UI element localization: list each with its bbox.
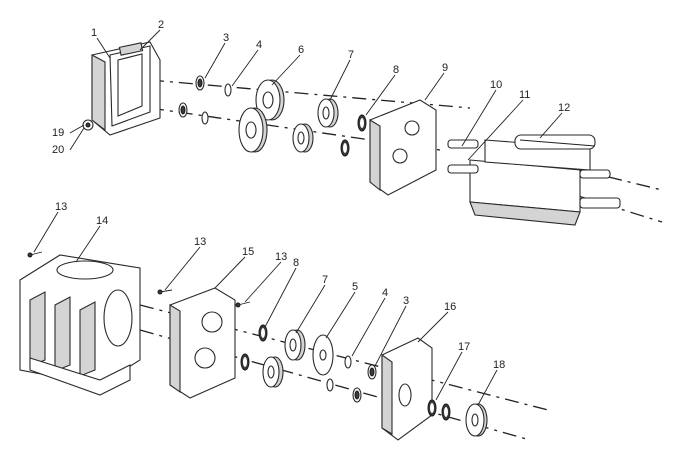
end-plate-bottom xyxy=(169,287,236,399)
callout-10: 10 xyxy=(490,79,502,91)
callout-4: 4 xyxy=(382,287,388,299)
callout-3: 3 xyxy=(223,32,229,44)
callout-7: 7 xyxy=(322,274,328,286)
rotor-assembly xyxy=(447,134,621,226)
spacer-ring-top xyxy=(201,83,232,125)
oil-seal-bottom xyxy=(352,364,377,403)
callout-7: 7 xyxy=(348,49,354,61)
lip-seals xyxy=(427,399,451,421)
retaining-rings-top xyxy=(340,114,367,157)
callout-12: 12 xyxy=(558,102,570,114)
callout-13: 13 xyxy=(194,236,206,248)
main-casing xyxy=(19,254,141,396)
bearings-bottom xyxy=(262,329,306,388)
callout-15: 15 xyxy=(242,246,254,258)
seal-flange xyxy=(465,403,488,437)
callout-18: 18 xyxy=(493,359,505,371)
callout-3: 3 xyxy=(403,295,409,307)
retaining-rings-bottom xyxy=(240,324,268,371)
callout-13: 13 xyxy=(275,251,287,263)
callout-4: 4 xyxy=(256,39,262,51)
callout-labels: 1 2 3 4 6 7 8 9 10 11 12 19 20 13 14 13 … xyxy=(52,19,570,371)
callout-8: 8 xyxy=(393,64,399,76)
callout-2: 2 xyxy=(158,19,164,31)
callout-20: 20 xyxy=(52,144,64,156)
callout-5: 5 xyxy=(352,281,358,293)
screws xyxy=(27,251,251,308)
callout-14: 14 xyxy=(96,215,108,227)
callout-17: 17 xyxy=(458,341,470,353)
leader-lines xyxy=(33,29,563,406)
callout-13: 13 xyxy=(55,201,67,213)
gear-housing xyxy=(82,41,161,136)
callout-9: 9 xyxy=(442,62,448,74)
bearings-top xyxy=(292,98,339,153)
oil-slinger-disc xyxy=(312,334,334,376)
callout-16: 16 xyxy=(444,301,456,313)
callout-11: 11 xyxy=(519,89,530,101)
oil-seal-top xyxy=(178,75,205,118)
callout-6: 6 xyxy=(298,44,304,56)
timing-gears xyxy=(238,79,285,153)
callout-19: 19 xyxy=(52,127,64,139)
spacer-ring-bottom xyxy=(326,355,352,392)
end-cover xyxy=(381,337,433,441)
end-plate-top xyxy=(369,99,437,196)
callout-1: 1 xyxy=(91,27,97,39)
callout-8: 8 xyxy=(293,257,299,269)
